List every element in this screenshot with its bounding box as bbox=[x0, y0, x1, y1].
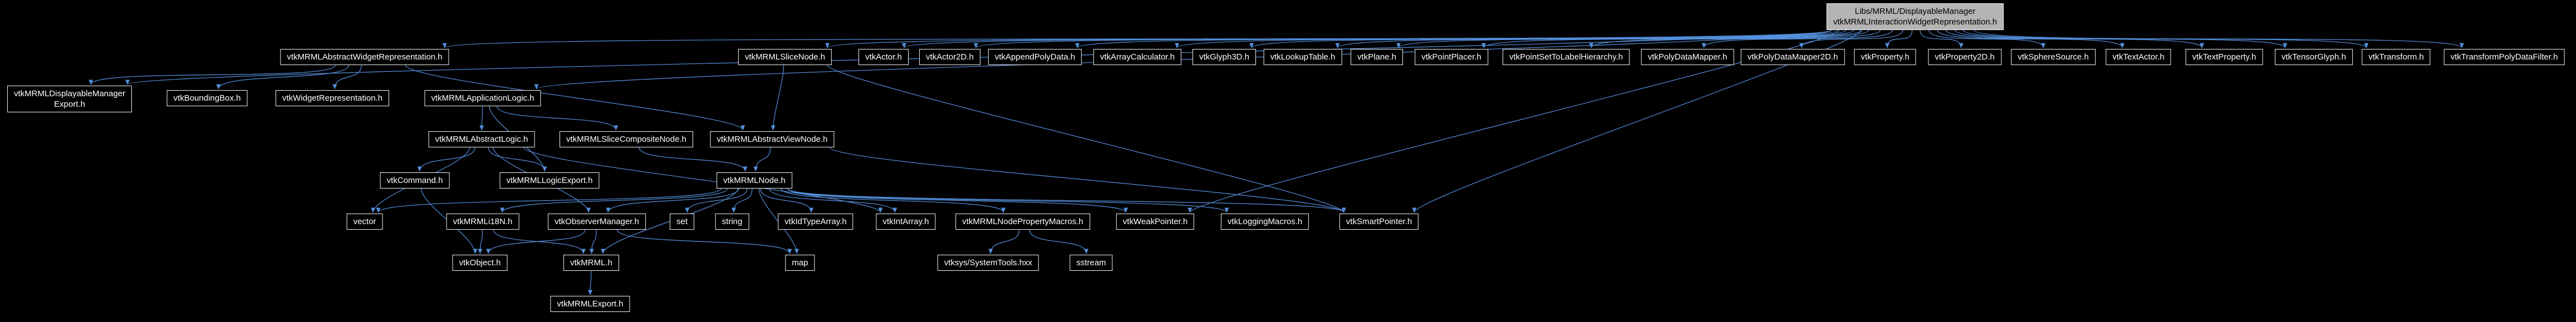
graph-node-applicationlogic[interactable]: vtkMRMLApplicationLogic.h bbox=[424, 90, 541, 106]
graph-node-boundingbox[interactable]: vtkBoundingBox.h bbox=[166, 90, 248, 106]
graph-node-polydatamapper2d[interactable]: vtkPolyDataMapper2D.h bbox=[1740, 49, 1845, 65]
graph-node-weakpointer[interactable]: vtkWeakPointer.h bbox=[1116, 214, 1195, 230]
graph-node-lookuptable[interactable]: vtkLookupTable.h bbox=[1263, 49, 1342, 65]
graph-node-transformpolydatafilter[interactable]: vtkTransformPolyDataFilter.h bbox=[2443, 49, 2565, 65]
graph-node-string[interactable]: string bbox=[715, 214, 749, 230]
graph-node-arraycalculator[interactable]: vtkArrayCalculator.h bbox=[1093, 49, 1182, 65]
graph-node-main: Libs/MRML/DisplayableManager vtkMRMLInte… bbox=[1826, 3, 2004, 30]
graph-node-logicexport[interactable]: vtkMRMLLogicExport.h bbox=[499, 172, 600, 189]
graph-node-loggingmacros[interactable]: vtkLoggingMacros.h bbox=[1220, 214, 1309, 230]
graph-node-mrml[interactable]: vtkMRML.h bbox=[563, 255, 619, 271]
graph-node-map[interactable]: map bbox=[785, 255, 815, 271]
graph-node-i18n[interactable]: vtkMRMLi18N.h bbox=[446, 214, 519, 230]
graph-node-actor2d[interactable]: vtkActor2D.h bbox=[919, 49, 980, 65]
graph-node-sstream[interactable]: sstream bbox=[1069, 255, 1113, 271]
graph-node-spheresource[interactable]: vtkSphereSource.h bbox=[2011, 49, 2096, 65]
graph-node-mrmlnode[interactable]: vtkMRMLNode.h bbox=[717, 172, 792, 189]
graph-node-glyph3d[interactable]: vtkGlyph3D.h bbox=[1192, 49, 1257, 65]
graph-node-nodepropertymacros[interactable]: vtkMRMLNodePropertyMacros.h bbox=[955, 214, 1090, 230]
graph-node-slicenode[interactable]: vtkMRMLSliceNode.h bbox=[738, 49, 832, 65]
graph-node-mrmlexport[interactable]: vtkMRMLExport.h bbox=[550, 296, 630, 312]
graph-node-abstractviewnode[interactable]: vtkMRMLAbstractViewNode.h bbox=[710, 131, 835, 147]
graph-node-vector[interactable]: vector bbox=[346, 214, 383, 230]
graph-node-set[interactable]: set bbox=[669, 214, 695, 230]
graph-node-command[interactable]: vtkCommand.h bbox=[380, 172, 450, 189]
graph-node-intarray[interactable]: vtkIntArray.h bbox=[876, 214, 936, 230]
graph-node-systemtools[interactable]: vtksys/SystemTools.hxx bbox=[937, 255, 1039, 271]
graph-node-textproperty[interactable]: vtkTextProperty.h bbox=[2185, 49, 2263, 65]
graph-node-tensorglyph[interactable]: vtkTensorGlyph.h bbox=[2275, 49, 2353, 65]
graph-node-plane[interactable]: vtkPlane.h bbox=[1350, 49, 1404, 65]
graph-node-property[interactable]: vtkProperty.h bbox=[1854, 49, 1916, 65]
graph-node-abstractlogic[interactable]: vtkMRMLAbstractLogic.h bbox=[428, 131, 535, 147]
graph-node-textactor[interactable]: vtkTextActor.h bbox=[2106, 49, 2171, 65]
graph-node-dmexport[interactable]: vtkMRMLDisplayableManager Export.h bbox=[7, 86, 133, 112]
graph-node-smartpointer[interactable]: vtkSmartPointer.h bbox=[1339, 214, 1419, 230]
graph-node-idtypearray[interactable]: vtkIdTypeArray.h bbox=[778, 214, 853, 230]
graph-node-observermanager[interactable]: vtkObserverManager.h bbox=[548, 214, 646, 230]
graph-node-awr[interactable]: vtkMRMLAbstractWidgetRepresentation.h bbox=[280, 49, 449, 65]
graph-node-slicecompositenode[interactable]: vtkMRMLSliceCompositeNode.h bbox=[560, 131, 693, 147]
graph-node-appendpolydata[interactable]: vtkAppendPolyData.h bbox=[988, 49, 1082, 65]
graph-node-transform[interactable]: vtkTransform.h bbox=[2362, 49, 2431, 65]
graph-node-widgetrepresentation[interactable]: vtkWidgetRepresentation.h bbox=[275, 90, 390, 106]
graph-node-pointplacer[interactable]: vtkPointPlacer.h bbox=[1415, 49, 1488, 65]
graph-node-actor[interactable]: vtkActor.h bbox=[858, 49, 909, 65]
graph-node-pointsettolabelhierarchy[interactable]: vtkPointSetToLabelHierarchy.h bbox=[1503, 49, 1630, 65]
graph-node-object[interactable]: vtkObject.h bbox=[452, 255, 508, 271]
graph-node-polydatamapper[interactable]: vtkPolyDataMapper.h bbox=[1641, 49, 1734, 65]
graph-node-property2d[interactable]: vtkProperty2D.h bbox=[1928, 49, 2001, 65]
